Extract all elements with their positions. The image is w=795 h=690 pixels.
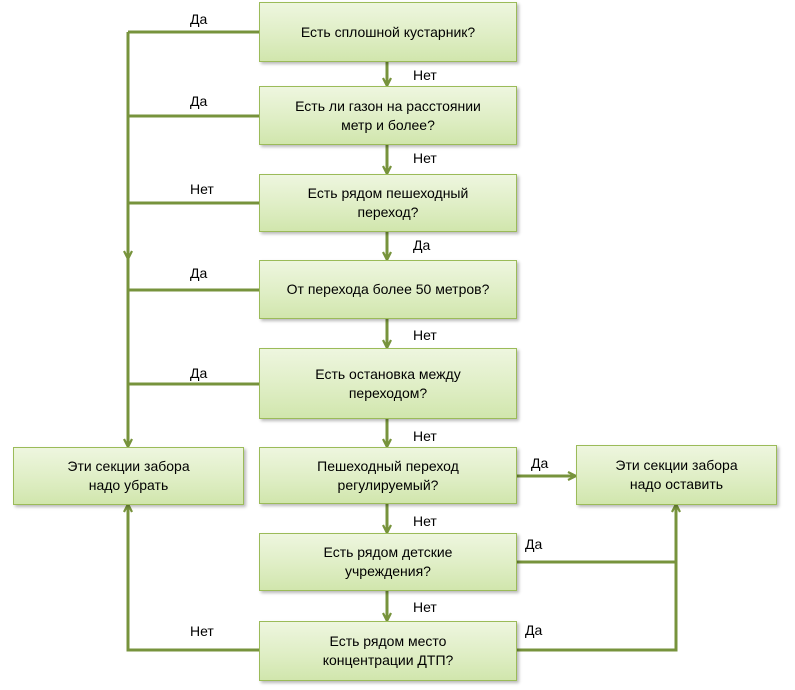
label-q5-yes: Да	[190, 365, 208, 381]
decision-childrens-institutions: Есть рядом детские учреждения?	[259, 533, 517, 591]
label-q2-yes: Да	[190, 93, 208, 109]
decision-accident-hotspot: Есть рядом место концентрации ДТП?	[259, 621, 517, 681]
label-q3-yes: Да	[413, 237, 431, 253]
label-q2-no: Нет	[413, 150, 437, 166]
label-q1-no: Нет	[413, 67, 437, 83]
label-q8-no: Нет	[190, 623, 214, 639]
decision-crossing-over-50m: От перехода более 50 метров?	[259, 260, 517, 319]
outcome-remove-fence: Эти секции забора надо убрать	[13, 447, 244, 505]
decision-solid-shrubs: Есть сплошной кустарник?	[259, 2, 517, 62]
label-q6-no: Нет	[413, 513, 437, 529]
label-q5-no: Нет	[413, 428, 437, 444]
label-q7-no: Нет	[413, 599, 437, 615]
label-q4-yes: Да	[190, 265, 208, 281]
outcome-keep-fence: Эти секции забора надо оставить	[576, 445, 777, 505]
label-q7-yes: Да	[525, 536, 543, 552]
decision-regulated-crossing: Пешеходный переход регулируемый?	[259, 447, 517, 504]
label-q3-no: Нет	[190, 181, 214, 197]
label-q1-yes: Да	[190, 11, 208, 27]
branch-q8-right	[516, 505, 676, 652]
label-q8-yes: Да	[525, 622, 543, 638]
decision-lawn-distance: Есть ли газон на расстоянии метр и более…	[259, 86, 517, 145]
branch-q8-left	[128, 505, 259, 652]
label-q6-yes: Да	[531, 455, 549, 471]
label-q4-no: Нет	[413, 327, 437, 343]
decision-bus-stop-between: Есть остановка между переходом?	[259, 348, 517, 419]
decision-pedestrian-crossing-nearby: Есть рядом пешеходный переход?	[259, 174, 517, 232]
